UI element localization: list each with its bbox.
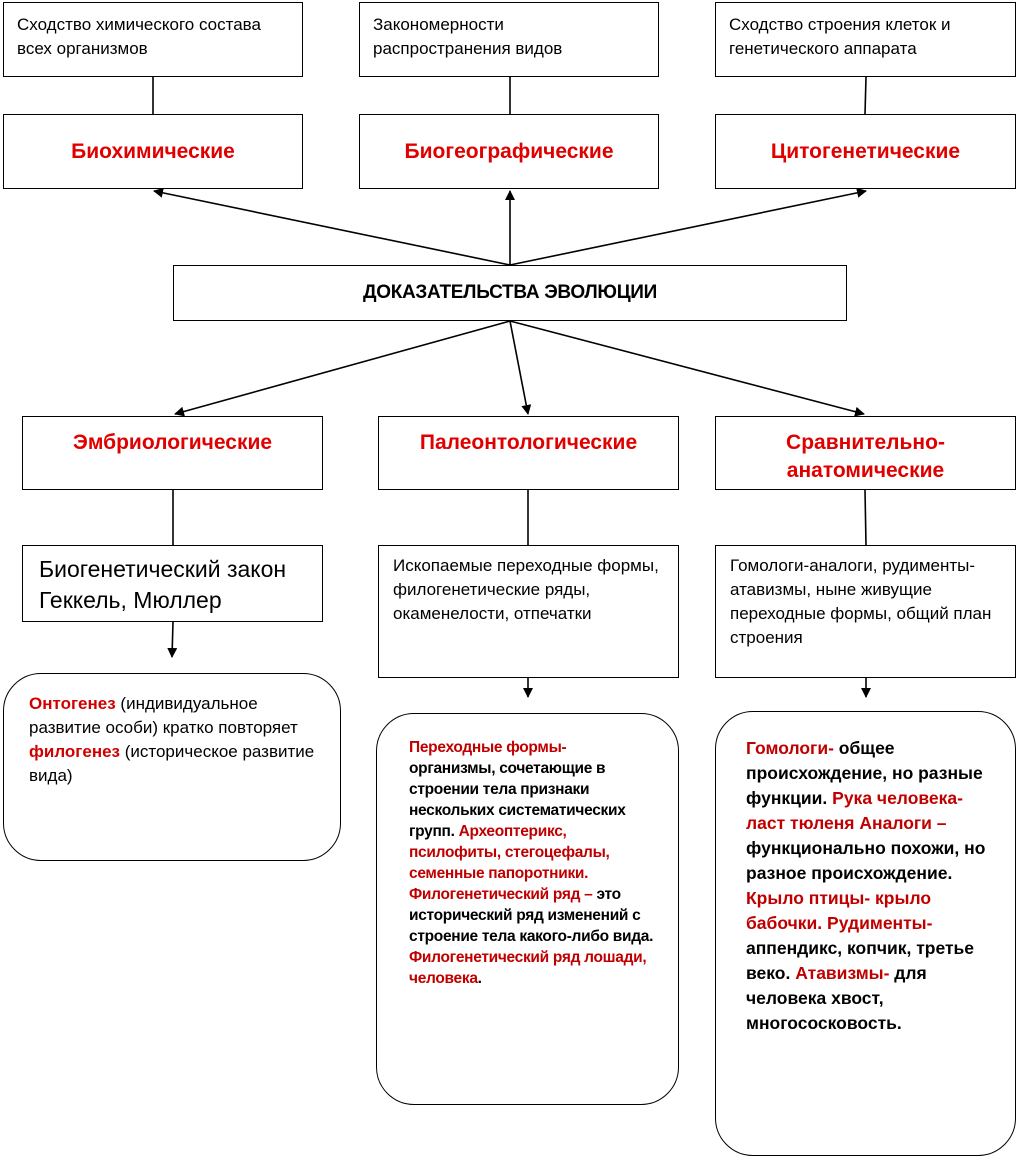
arrow-to-anatomical: [509, 320, 865, 417]
category-label: Биогеографические: [404, 139, 614, 163]
paleo-description-box: Ископаемые переходные формы, филогенетич…: [378, 545, 679, 678]
examples-phylogenetic: Филогенетический ряд лошади, человека: [409, 949, 647, 987]
center-title: ДОКАЗАТЕЛЬСТВА ЭВОЛЮЦИИ: [362, 282, 658, 303]
term-ontogenesis: Онтогенез: [29, 694, 116, 713]
detail-text: функционально похожи, но разное происхож…: [746, 838, 986, 883]
category-biogeographic: Биогеографические: [359, 114, 659, 189]
top-description-box: [359, 2, 659, 77]
embryo-description-box: Биогенетический закон Геккель, Мюллер: [22, 545, 323, 622]
detail-text: (историческое развитие вида): [29, 742, 315, 785]
top-description-text: Сходство химического состава всех органи…: [17, 15, 261, 58]
anatomy-detail-box: Гомологи- общее происхождение, но разные…: [715, 711, 1016, 1156]
category-label: Биохимические: [71, 139, 235, 163]
category-label: Эмбриологические: [72, 431, 273, 454]
category-paleontological: Палеонтологические: [378, 416, 679, 490]
term-rudiments: Рудименты-: [827, 913, 933, 933]
embryo-description: Биогенетический закон Геккель, Мюллер: [39, 556, 287, 613]
detail-text: общее происхождение, но разные функции.: [746, 738, 983, 808]
anatomy-description: Гомологи-аналоги, рудименты-атавизмы, ны…: [730, 556, 992, 647]
connector-line: [864, 489, 867, 546]
anatomy-description-box: Гомологи-аналоги, рудименты-атавизмы, ны…: [715, 545, 1016, 678]
detail-text: (индивидуальное развитие особи) кратко п…: [29, 694, 298, 737]
example-analogs: Крыло птицы- крыло бабочки.: [746, 888, 932, 933]
category-biochemical: Биохимические: [3, 114, 303, 189]
category-anatomical: Сравнительно-анатомические: [715, 416, 1016, 490]
arrow-to-paleontological: [509, 320, 532, 415]
embryo-detail-box: Онтогенез (индивидуальное развитие особи…: [3, 673, 341, 861]
arrow-to-cytogenetic: [509, 187, 867, 266]
arrow-to-embryological: [174, 320, 511, 417]
term-homologs: Гомологи-: [746, 738, 834, 758]
top-description-box: [715, 2, 1016, 77]
term-atavisms: Атавизмы-: [795, 963, 890, 983]
top-description-text: Сходство строения клеток и генетического…: [729, 15, 951, 58]
top-description-text: Закономерности распространения видов: [373, 15, 563, 58]
term-phylogenesis: филогенез: [29, 742, 120, 761]
detail-text: для человека хвост, многососковость.: [746, 963, 927, 1033]
category-embryological: Эмбриологические: [22, 416, 323, 490]
arrow-to-biochemical: [153, 187, 511, 266]
term-analogs: Аналоги –: [859, 813, 947, 833]
top-description-box: [3, 2, 303, 77]
paleo-description: Ископаемые переходные формы, филогенетич…: [393, 556, 659, 623]
paleo-detail-box: Переходные формы- организмы, сочетающие …: [376, 713, 679, 1105]
detail-text: аппендикс, копчик, третье веко.: [746, 938, 975, 983]
example-homologs: Рука человека- ласт тюленя: [746, 788, 963, 833]
category-cytogenetic: Цитогенетические: [715, 114, 1016, 189]
category-label: Палеонтологические: [419, 431, 638, 454]
category-label: Сравнительно-анатомические: [786, 431, 945, 482]
detail-text: организмы, сочетающие в строении тела пр…: [409, 760, 626, 840]
examples-transitional: Археоптерикс, псилофиты, стегоцефалы, се…: [409, 823, 610, 882]
term-phylogenetic-series: Филогенетический ряд –: [409, 886, 593, 903]
term-transitional-forms: Переходные формы-: [409, 739, 567, 756]
detail-text: это исторический ряд изменений с строени…: [409, 886, 654, 945]
center-title-box: ДОКАЗАТЕЛЬСТВА ЭВОЛЮЦИИ: [173, 265, 847, 321]
connector-line: [864, 76, 867, 115]
arrow-to-embryo-detail: [167, 621, 178, 658]
category-label: Цитогенетические: [770, 139, 961, 163]
detail-end: .: [477, 970, 482, 987]
